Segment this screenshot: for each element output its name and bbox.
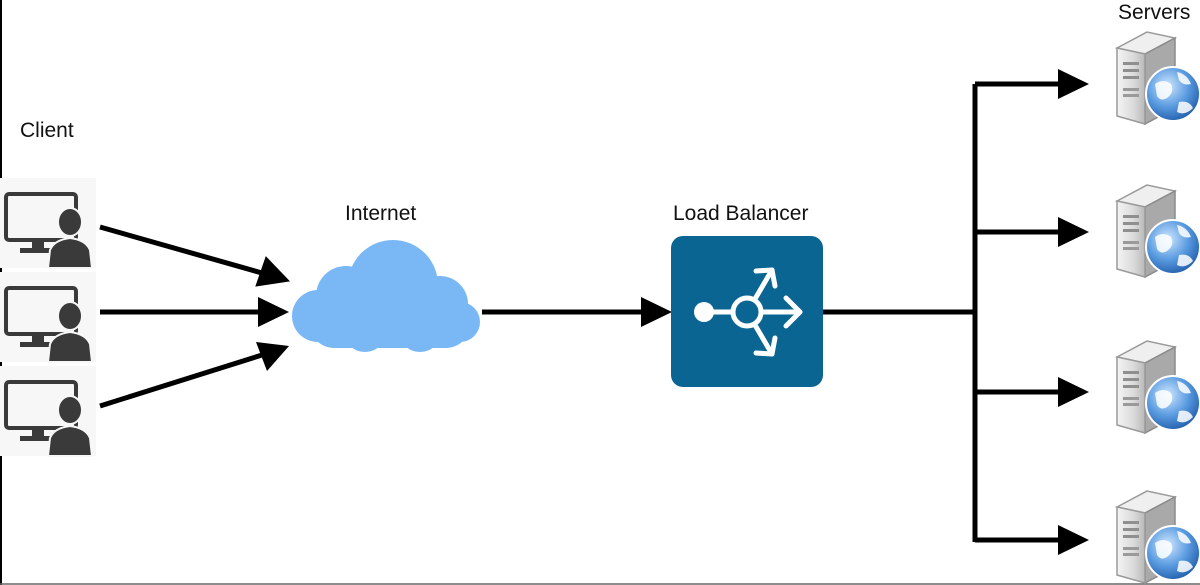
internet-to-lb-arrow-head [641,297,672,327]
client-to-internet-arrows [99,224,291,409]
server-arrow-head [1058,217,1089,247]
client-arrow-head [258,297,289,327]
lb-to-servers-connector [823,81,1064,543]
load-balancer-label: Load Balancer [673,202,808,225]
server-arrow-head [1058,525,1089,555]
server-arrow-heads [1058,69,1089,555]
client-arrow-line [99,224,263,276]
server-arrow-head [1058,377,1089,407]
load-balancer-icon [671,236,823,387]
client-arrow-head [256,342,289,371]
web-server-icon [1116,490,1200,584]
client-computer-icon [0,364,98,458]
internet-label: Internet [345,202,416,225]
servers-label: Servers [1118,1,1190,24]
client-arrow-head [255,256,291,287]
web-server-icon [1116,340,1200,434]
web-server-icon [1116,31,1200,125]
client-computer-icon [0,270,98,364]
cloud-icon [292,240,480,352]
client-arrow-line [99,352,263,409]
client-label: Client [20,119,74,142]
web-server-icon [1116,184,1200,278]
server-arrow-head [1058,69,1089,99]
client-computer-icon [0,176,98,270]
